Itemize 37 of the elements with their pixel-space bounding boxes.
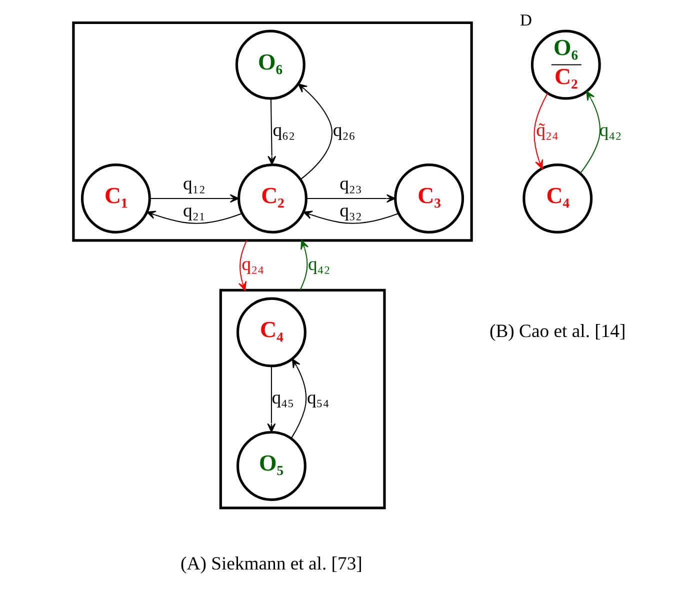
- edge-label: q₆₂: [272, 120, 296, 142]
- node-circle: O₆ C₂: [530, 30, 601, 100]
- edge-label: q₅₄: [306, 388, 330, 409]
- edge-label: q₂₃: [340, 174, 362, 195]
- node-circle: C₁: [80, 163, 151, 234]
- arrow: [238, 240, 248, 291]
- edge-label: q₄₂: [599, 120, 622, 142]
- node-circle: C₂: [238, 163, 308, 234]
- edge-label: q₄₅: [272, 388, 294, 409]
- edge-label: q₂₄: [242, 254, 264, 275]
- edge-label: q₁₂: [183, 174, 206, 195]
- node-circle: C₃: [394, 163, 464, 234]
- node-label: D: [520, 10, 532, 30]
- arrow: [267, 366, 276, 432]
- node-circle: O₆: [235, 30, 306, 100]
- arrow: [150, 194, 240, 203]
- edge-label: q₃₂: [340, 200, 362, 222]
- arrow: [298, 83, 332, 180]
- node-circle: O₅: [236, 430, 306, 501]
- edge-label: q̃₂₄: [536, 120, 558, 142]
- arrow: [146, 210, 242, 224]
- arrow: [290, 358, 307, 439]
- edge-label: q₂₁: [183, 200, 206, 222]
- arrow: [534, 92, 548, 170]
- node-circle: C₄: [522, 163, 593, 234]
- arrow: [306, 194, 396, 203]
- cluster: [219, 288, 386, 510]
- node-circle: C₄: [236, 297, 306, 368]
- label: (A) Siekmann et al. [73]: [180, 554, 362, 575]
- cluster: [72, 21, 473, 242]
- arrow: [268, 98, 276, 166]
- arrow: [580, 90, 600, 174]
- arrow: [303, 210, 399, 224]
- edge-label: q₄₂: [308, 254, 330, 275]
- edge-label: q₂₆: [332, 120, 356, 142]
- label: (B) Cao et al. [14]: [489, 320, 626, 342]
- arrow: [300, 240, 309, 290]
